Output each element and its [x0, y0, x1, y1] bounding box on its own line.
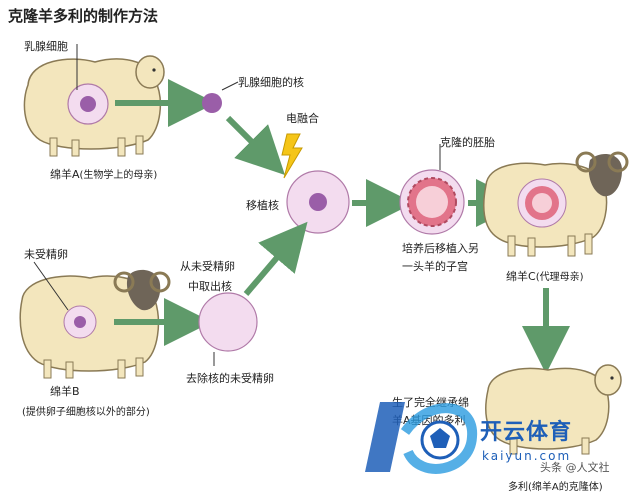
watermark-logo: [365, 402, 478, 474]
cloned-embryo: [399, 169, 465, 235]
label-enucleated-egg: 去除核的未受精卵: [186, 372, 274, 385]
label-culture-1: 培养后移植入另: [402, 242, 479, 255]
label-mammary-cell: 乳腺细胞: [24, 40, 68, 53]
arrow-to-fusion: [225, 115, 285, 175]
label-sheep-b-note: (提供卵子细胞核以外的部分): [22, 407, 150, 418]
label-electric-fusion: 电融合: [286, 112, 319, 125]
nucleus-pointer: [221, 81, 239, 91]
label-transplant-nucleus: 移植核: [246, 199, 279, 212]
sheep-c-name: 绵羊C: [506, 270, 536, 283]
label-sheep-b: 绵羊B: [50, 385, 80, 398]
dolly-sheep: [485, 364, 622, 455]
egg-pointer: [33, 261, 69, 311]
watermark-url: kaiyun.com: [482, 449, 572, 463]
unfertilized-egg: [63, 305, 97, 339]
label-unfertilized-egg: 未受精卵: [24, 248, 68, 261]
watermark-source: 头条 @人文社: [540, 461, 610, 474]
label-sheep-a: 绵羊A(生物学上的母亲): [50, 166, 157, 182]
label-dolly-3: 多利(绵羊A的克隆体): [508, 482, 603, 493]
mammary-cell: [67, 83, 109, 125]
enucleated-egg: [198, 292, 258, 352]
label-cloned-embryo: 克隆的胚胎: [440, 136, 495, 149]
fused-cell: [286, 170, 350, 234]
sheep-a-name: 绵羊A: [50, 168, 80, 181]
watermark-brand: 开云体育: [480, 420, 573, 445]
label-extract-nucleus-2: 中取出核: [188, 280, 232, 293]
arrow-egg-to-fusion: [243, 221, 308, 296]
page-title: 克隆羊多利的制作方法: [8, 7, 159, 25]
sheep-a-note: (生物学上的母亲): [79, 170, 158, 181]
label-extract-nucleus-1: 从未受精卵: [180, 260, 235, 273]
label-culture-2: 一头羊的子宫: [402, 260, 468, 273]
donor-nucleus: [202, 93, 222, 113]
sheep-c-note: (代理母亲): [535, 272, 584, 283]
label-sheep-c: 绵羊C(代理母亲): [506, 268, 584, 284]
label-mammary-nucleus: 乳腺细胞的核: [238, 76, 304, 89]
lightning-icon: [281, 133, 303, 179]
sheep-c: [483, 151, 629, 257]
